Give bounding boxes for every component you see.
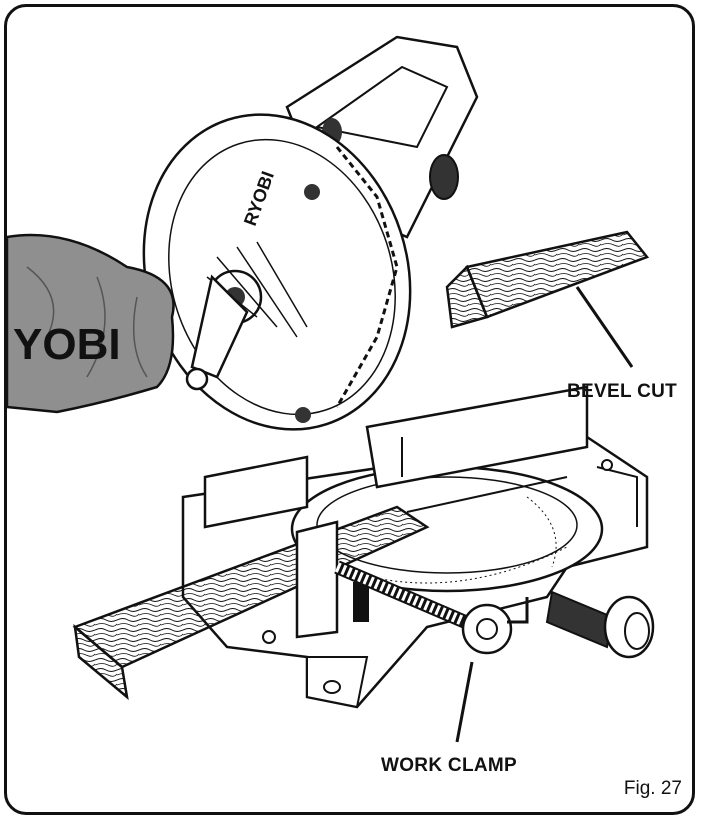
bevel-cut-leader-line bbox=[575, 286, 634, 368]
saw-handle bbox=[185, 274, 249, 391]
work-clamp-callout: WORK CLAMP bbox=[381, 755, 517, 776]
bevel-cut-workpiece bbox=[445, 230, 650, 329]
dust-bag-logo: YOBI bbox=[13, 320, 121, 369]
miter-lock-knob bbox=[545, 590, 655, 659]
bevel-cut-callout: BEVEL CUT bbox=[567, 381, 678, 402]
figure-frame: RYOBI YOBI bbox=[4, 4, 695, 815]
saw-fence bbox=[203, 385, 589, 529]
figure-label: Fig. 27 bbox=[623, 778, 682, 799]
long-workpiece bbox=[72, 505, 430, 701]
miter-saw-illustration: RYOBI YOBI bbox=[7, 35, 655, 743]
work-clamp-leader-line bbox=[455, 661, 474, 743]
work-clamp bbox=[295, 520, 529, 655]
dust-bag bbox=[7, 233, 175, 414]
